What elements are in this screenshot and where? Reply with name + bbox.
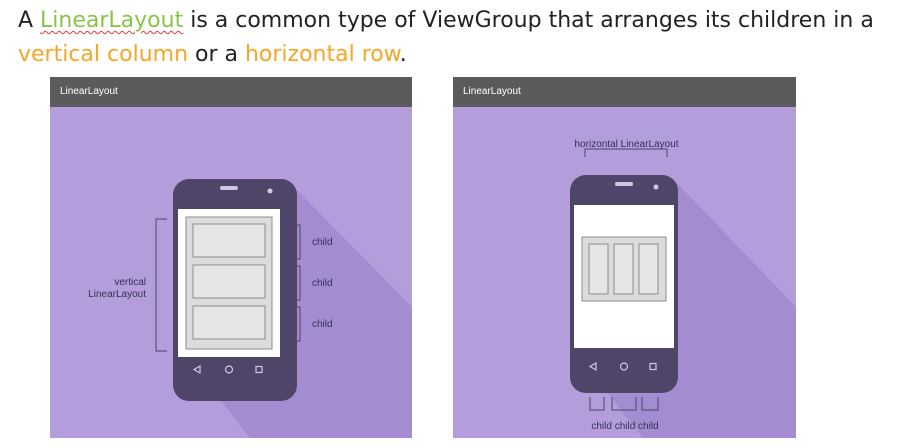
horizontal-diagram bbox=[570, 148, 796, 438]
child-bracket-3 bbox=[288, 306, 301, 342]
horizontal-layout-bracket bbox=[584, 148, 668, 157]
child-label-1: child bbox=[312, 237, 333, 248]
camera-icon bbox=[267, 188, 273, 194]
speaker-icon bbox=[220, 186, 238, 190]
recents-icon bbox=[255, 365, 263, 374]
home-icon bbox=[224, 365, 234, 374]
children-label: child child child bbox=[591, 421, 659, 432]
child-bracket-3 bbox=[641, 397, 659, 411]
child-box-1 bbox=[192, 223, 266, 258]
child-bracket-1 bbox=[288, 224, 301, 260]
right-title-bar: LinearLayout bbox=[453, 77, 796, 107]
child-box-1 bbox=[588, 243, 609, 295]
vertical-linearlayout-illustration: LinearLayout vertical LinearLayout child… bbox=[50, 77, 412, 438]
horizontal-linearlayout-illustration: LinearLayout horizontal LinearLayout chi… bbox=[453, 77, 796, 438]
child-box-2 bbox=[613, 243, 634, 295]
vertical-diagram bbox=[155, 179, 412, 438]
child-label-2: child bbox=[312, 278, 333, 289]
child-label-3: child bbox=[312, 319, 333, 330]
intro-end: . bbox=[399, 42, 407, 67]
vertical-layout-bracket bbox=[155, 218, 167, 352]
child-box-2 bbox=[192, 264, 266, 299]
vertical-layout-label: vertical LinearLayout bbox=[80, 277, 146, 301]
horizontal-layout-label: horizontal LinearLayout bbox=[574, 139, 679, 150]
child-bracket-2 bbox=[611, 397, 637, 411]
vertical-layout-label-line1: vertical bbox=[114, 277, 146, 288]
horizontal-row-phrase: horizontal row bbox=[244, 42, 400, 67]
speaker-icon bbox=[615, 182, 633, 186]
intro-middle: is a common type of ViewGroup that arran… bbox=[183, 8, 874, 33]
intro-prefix: A bbox=[18, 8, 41, 33]
child-box-3 bbox=[192, 305, 266, 340]
left-title-bar: LinearLayout bbox=[50, 77, 412, 107]
child-bracket-1 bbox=[589, 397, 605, 411]
back-icon bbox=[588, 361, 597, 372]
linearlayout-link[interactable]: LinearLayout bbox=[40, 8, 184, 33]
home-icon bbox=[619, 362, 629, 371]
back-icon bbox=[192, 364, 201, 375]
intro-or: or a bbox=[188, 42, 245, 67]
vertical-column-phrase: vertical column bbox=[18, 42, 189, 67]
vertical-layout-label-line2: LinearLayout bbox=[88, 289, 146, 300]
camera-icon bbox=[653, 184, 659, 190]
recents-icon bbox=[649, 362, 657, 371]
child-bracket-2 bbox=[288, 265, 301, 301]
intro-paragraph: A LinearLayout is a common type of ViewG… bbox=[18, 4, 902, 72]
child-box-3 bbox=[638, 243, 659, 295]
